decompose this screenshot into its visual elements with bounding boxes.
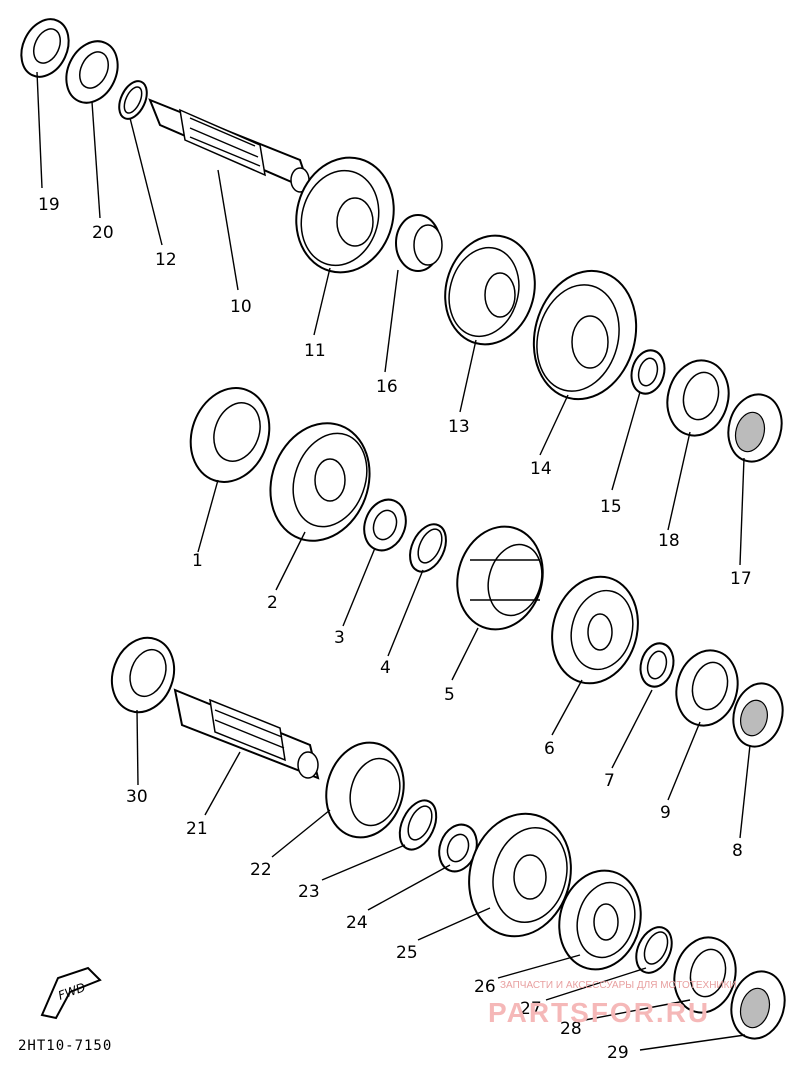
bearing-9 (675, 649, 739, 727)
gear-5 (456, 525, 544, 631)
part-label-9: 9 (660, 803, 671, 823)
part-label-2: 2 (267, 593, 278, 613)
part-label-12: 12 (155, 250, 177, 270)
circlip-12 (118, 80, 148, 120)
part-label-5: 5 (444, 685, 455, 705)
bearing-20 (65, 40, 119, 104)
part-label-30: 30 (126, 787, 148, 807)
drawing-code: 2HT10-7150 (18, 1038, 112, 1054)
part-label-28: 28 (560, 1019, 582, 1039)
gear-11 (295, 156, 395, 274)
oil-seal-29 (730, 970, 786, 1040)
gear-26 (558, 869, 642, 971)
part-label-25: 25 (396, 943, 418, 963)
part-label-6: 6 (544, 739, 555, 759)
oil-seal-19 (20, 18, 70, 78)
bearing-30 (110, 636, 176, 714)
washer-15 (630, 349, 666, 395)
part-label-1: 1 (192, 551, 203, 571)
bearing-1 (189, 387, 271, 483)
part-label-14: 14 (530, 459, 552, 479)
part-label-3: 3 (334, 628, 345, 648)
circlip-4 (409, 523, 447, 573)
drive-axle-21 (173, 688, 320, 780)
main-axle-10 (148, 98, 312, 193)
part-label-10: 10 (230, 297, 252, 317)
part-label-8: 8 (732, 841, 743, 861)
part-label-26: 26 (474, 977, 496, 997)
oil-seal-17 (727, 393, 783, 463)
watermark-brand: PARTSFOR.RU (488, 997, 710, 1028)
part-label-27: 27 (520, 999, 542, 1019)
gear-25 (468, 812, 572, 938)
part-label-13: 13 (448, 417, 470, 437)
gear-14 (532, 269, 638, 401)
leader-lines (36, 71, 751, 1051)
watermark: ЗАПЧАСТИ И АКСЕССУАРЫ ДЛЯ МОТОТЕХНИКИ PA… (488, 980, 737, 1028)
bearing-18 (666, 359, 730, 437)
part-label-22: 22 (250, 860, 272, 880)
part-label-21: 21 (186, 819, 208, 839)
part-label-24: 24 (346, 913, 368, 933)
part-label-18: 18 (658, 531, 680, 551)
gear-6 (551, 575, 639, 685)
gear-2 (269, 422, 371, 542)
part-label-20: 20 (92, 223, 114, 243)
gear-22 (325, 741, 405, 839)
part-label-15: 15 (600, 497, 622, 517)
washer-7 (639, 642, 675, 688)
part-label-7: 7 (604, 771, 615, 791)
collar-16 (395, 214, 443, 272)
part-label-17: 17 (730, 569, 752, 589)
circlip-23 (398, 799, 438, 851)
bearing-28 (673, 936, 737, 1014)
part-label-4: 4 (380, 658, 391, 678)
part-label-29: 29 (607, 1043, 629, 1063)
part-label-16: 16 (376, 377, 398, 397)
part-label-19: 19 (38, 195, 60, 215)
watermark-tagline: ЗАПЧАСТИ И АКСЕССУАРЫ ДЛЯ МОТОТЕХНИКИ (500, 980, 737, 991)
part-label-23: 23 (298, 882, 320, 902)
part-label-11: 11 (304, 341, 326, 361)
oil-seal-8 (732, 682, 784, 748)
washer-3 (363, 498, 407, 552)
fwd-arrow-icon: FWD (40, 966, 102, 1020)
circlip-27 (635, 926, 673, 974)
gear-13 (444, 234, 536, 346)
